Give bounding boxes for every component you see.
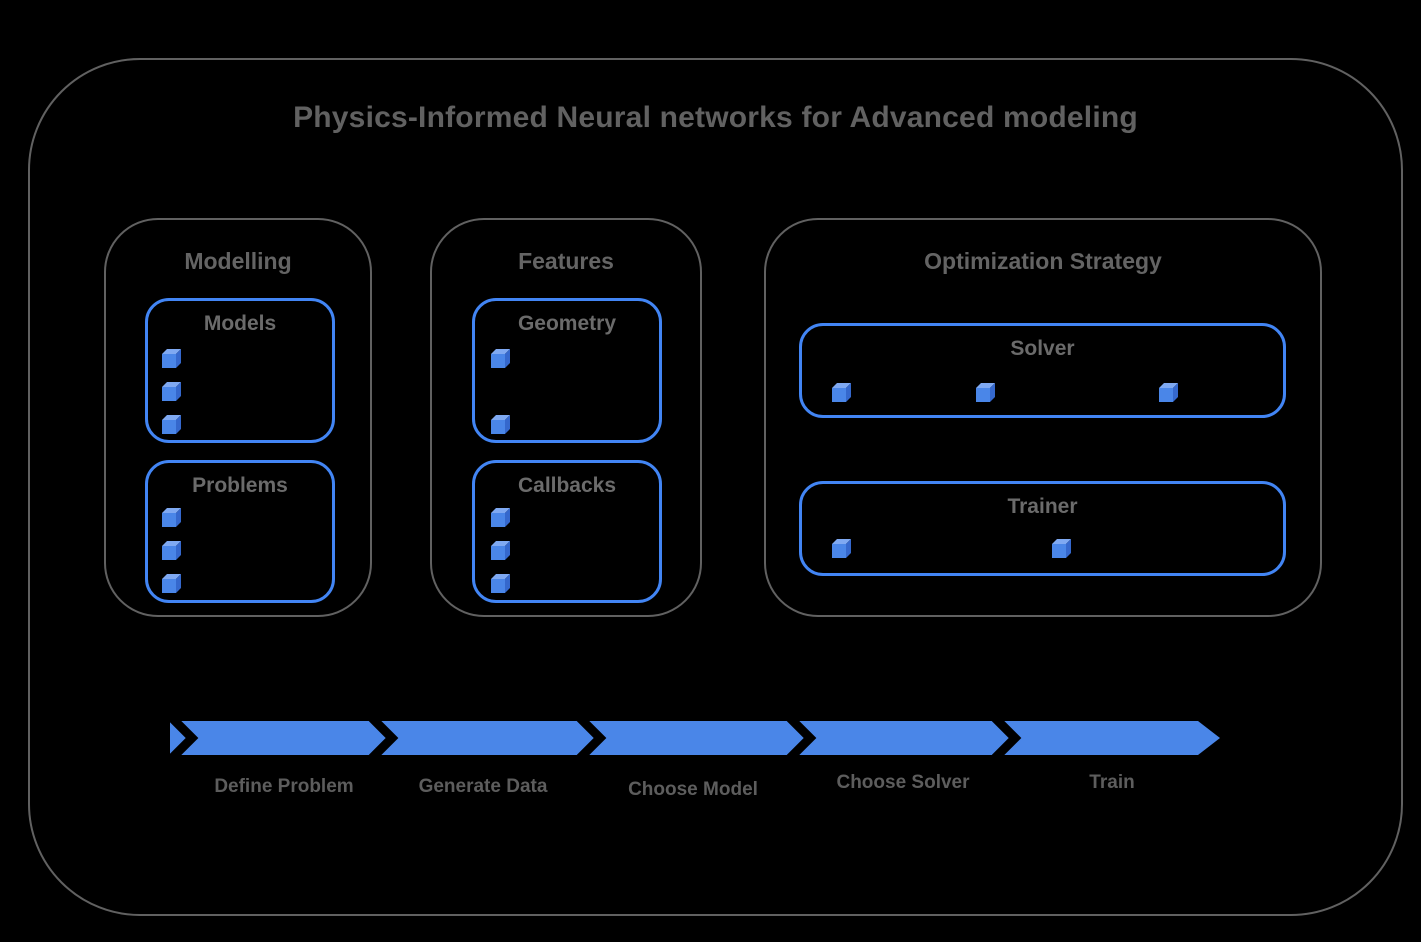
flow-step-label: Train: [1089, 772, 1135, 793]
group-callbacks: Callbacks: [472, 460, 662, 603]
group-solver: Solver: [799, 323, 1286, 418]
cube-icon: [162, 382, 181, 401]
arrow-band: [170, 721, 1220, 755]
cube-icon: [162, 349, 181, 368]
cube-icon: [491, 508, 510, 527]
section-features: Features Geometry Callbacks: [430, 218, 702, 617]
group-models: Models: [145, 298, 335, 443]
cube-icon: [1159, 383, 1178, 402]
cube-icon: [162, 508, 181, 527]
chevron-separator-icon: [576, 714, 607, 762]
cube-icon: [491, 349, 510, 368]
cube-icon: [832, 383, 851, 402]
page-title: Physics-Informed Neural networks for Adv…: [293, 101, 1138, 134]
group-title: Solver: [1010, 337, 1075, 360]
cube-icon: [162, 415, 181, 434]
group-trainer: Trainer: [799, 481, 1286, 576]
flow-step-label: Choose Solver: [836, 772, 970, 793]
group-title: Geometry: [517, 312, 617, 335]
process-flow-arrow: [168, 714, 1220, 762]
group-geometry: Geometry: [472, 298, 662, 443]
group-title: Problems: [192, 474, 288, 497]
cube-icon: [832, 539, 851, 558]
section-modelling: Modelling Models Problems: [104, 218, 372, 617]
group-title: Callbacks: [517, 474, 617, 497]
group-title: Trainer: [1007, 495, 1078, 518]
section-title: Optimization Strategy: [924, 248, 1162, 274]
cube-icon: [162, 574, 181, 593]
cube-icon: [976, 383, 995, 402]
chevron-separator-icon: [168, 714, 199, 762]
chevron-separator-icon: [991, 714, 1022, 762]
outer-container: [28, 58, 1403, 916]
flow-step-label: Define Problem: [214, 776, 354, 797]
group-problems: Problems: [145, 460, 335, 603]
section-optimization-strategy: Optimization Strategy Solver Trainer: [764, 218, 1322, 617]
cube-icon: [162, 541, 181, 560]
cube-icon: [491, 574, 510, 593]
chevron-separator-icon: [368, 714, 399, 762]
group-title: Models: [203, 312, 277, 335]
cube-icon: [491, 541, 510, 560]
flow-step-label: Generate Data: [418, 776, 548, 797]
chevron-separator-icon: [786, 714, 817, 762]
cube-icon: [491, 415, 510, 434]
cube-icon: [1052, 539, 1071, 558]
flow-step-label: Choose Model: [628, 779, 758, 800]
section-title: Modelling: [184, 248, 292, 274]
section-title: Features: [518, 248, 614, 274]
